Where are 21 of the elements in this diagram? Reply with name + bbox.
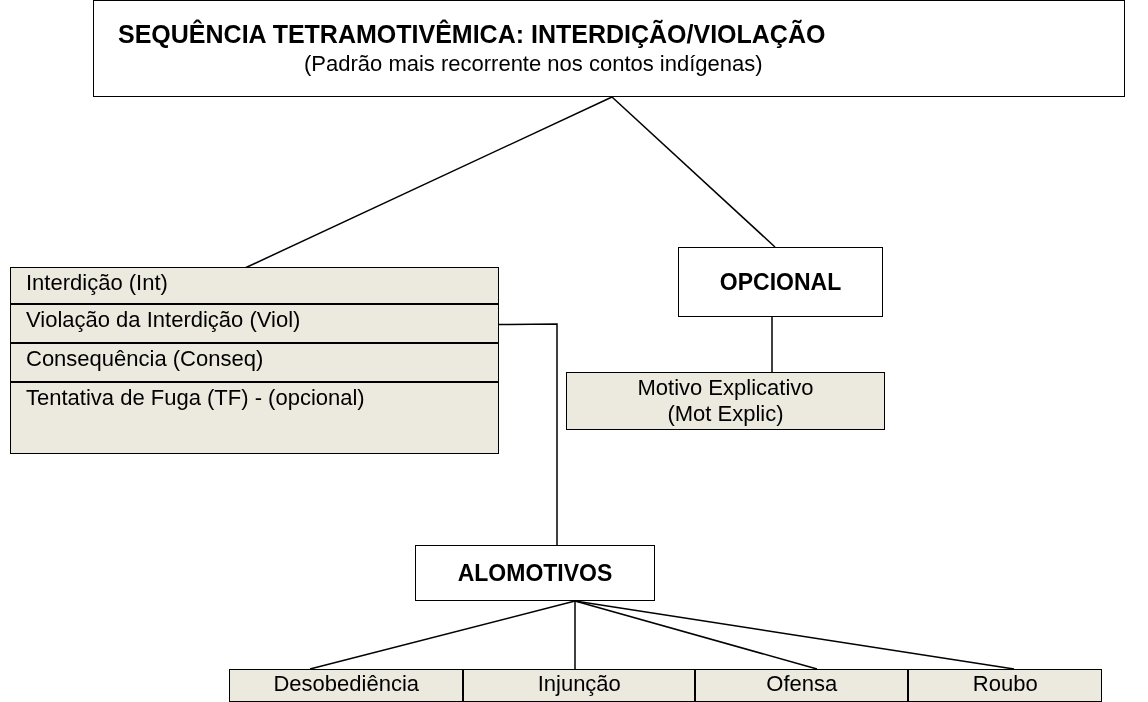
connector-line — [574, 600, 576, 670]
connector-line — [244, 96, 613, 269]
table-row: Consequência (Conseq) — [10, 343, 499, 383]
table-cell: Desobediência — [229, 669, 464, 702]
table-cell: Ofensa — [695, 669, 909, 702]
table-row: Interdição (Int) — [10, 267, 499, 305]
table-row: Tentativa de Fuga (TF) - (opcional) — [10, 382, 499, 455]
connector-line — [498, 323, 558, 546]
connector-line — [771, 316, 773, 373]
heading-box: OPCIONAL — [678, 247, 883, 317]
table-row: Violação da Interdição (Viol) — [10, 304, 499, 344]
table-cell: Injunção — [463, 669, 696, 702]
heading-box: ALOMOTIVOS — [415, 545, 655, 601]
table-cell: Roubo — [908, 669, 1103, 702]
connector-line — [309, 600, 576, 670]
connector-line — [611, 96, 776, 248]
subtitle-text: (Padrão mais recorrente nos contos indígenas) — [303, 50, 764, 78]
title-text: SEQUÊNCIA TETRAMOTIVÊMICA: INTERDIÇÃO/VIOLAÇÃO — [118, 19, 827, 50]
text-box: Motivo Explicativo (Mot Explic) — [566, 372, 885, 430]
title-box — [93, 0, 1125, 97]
connector-line — [574, 600, 1015, 670]
